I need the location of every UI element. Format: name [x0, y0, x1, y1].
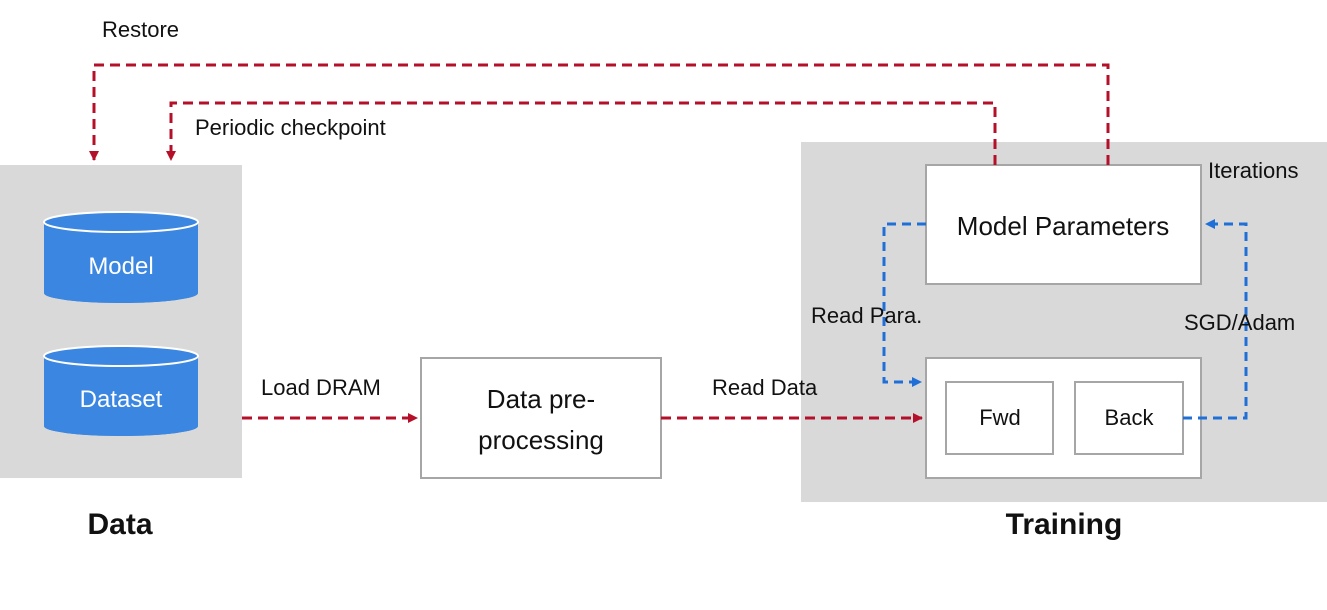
fwd-box: [945, 381, 1054, 455]
data-panel-title: Data: [87, 508, 152, 541]
restore-label: Restore: [102, 17, 179, 42]
load-dram-label: Load DRAM: [261, 375, 381, 400]
dataset-cylinder-label: Dataset: [80, 386, 163, 413]
model-parameters-box: [925, 164, 1202, 285]
periodic-checkpoint-label: Periodic checkpoint: [195, 115, 386, 140]
read-para-arrow: [882, 222, 926, 387]
fwd-label: Fwd: [979, 405, 1021, 430]
preprocess-label-line2: processing: [478, 425, 604, 455]
restore-arrow: [89, 63, 1110, 165]
dataset-cylinder: Dataset: [43, 345, 199, 436]
back-box: [1074, 381, 1184, 455]
model-cylinder: Model: [43, 211, 199, 303]
training-panel-title: Training: [1006, 508, 1123, 541]
checkpoint-arrow: [166, 101, 997, 165]
preprocess-label-line1: Data pre-: [487, 384, 595, 414]
sgd-adam-arrow: [1183, 219, 1248, 420]
read-para-label: Read Para.: [811, 303, 922, 328]
sgd-adam-label: SGD/Adam: [1184, 310, 1295, 335]
model-parameters-label: Model Parameters: [957, 211, 1169, 241]
iterations-label: Iterations: [1208, 158, 1299, 183]
read-data-label: Read Data: [712, 375, 818, 400]
back-label: Back: [1105, 405, 1155, 430]
model-cylinder-label: Model: [88, 253, 153, 280]
preprocess-box: [420, 357, 662, 479]
